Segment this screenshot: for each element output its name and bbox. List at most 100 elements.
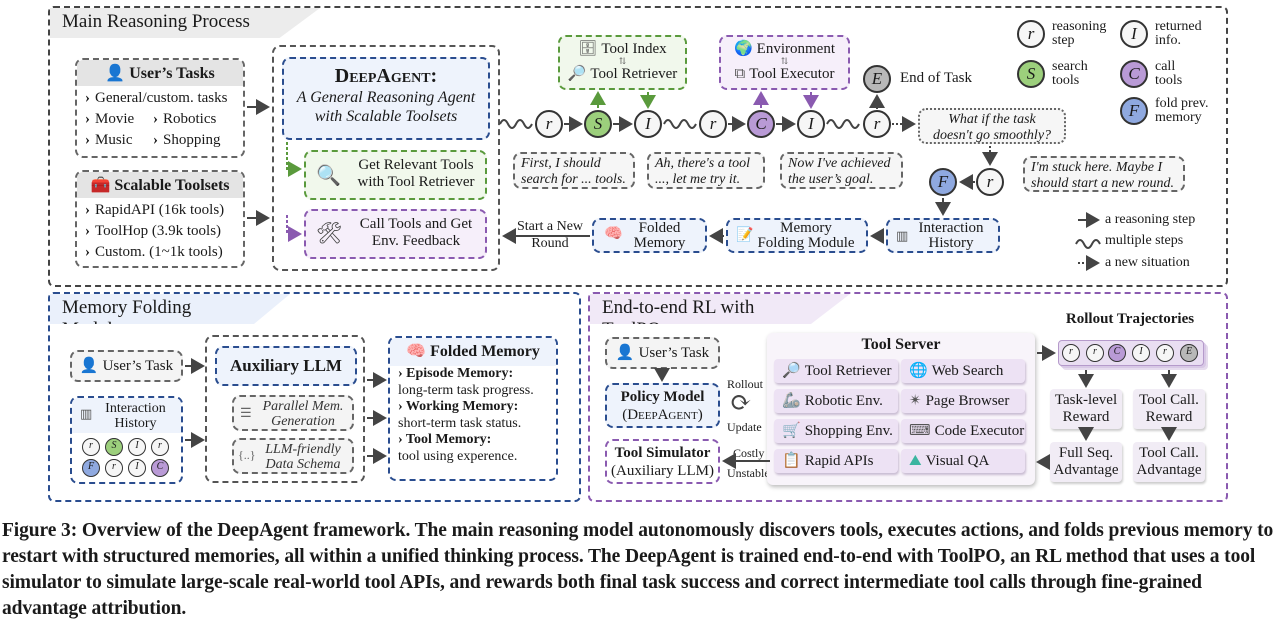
cursor-click-icon: ✴ — [909, 393, 922, 409]
user-icon: 👤 — [615, 345, 635, 361]
auxiliary-llm-container — [205, 335, 365, 483]
trajectory-node: E — [1180, 344, 1198, 362]
list-item: ›Movie›Robotics — [85, 111, 217, 127]
toolbox-icon: 🧰 — [90, 177, 111, 194]
tool-chip-tool-retriever: 🔎Tool Retriever — [774, 359, 898, 383]
history-node: I — [128, 459, 146, 477]
tool-call-advantage-box: Tool Call. Advantage — [1133, 442, 1205, 482]
folded-memory-box: 🧠Folded Memory › Episode Memory: long-te… — [388, 336, 558, 481]
tool-chip-rapid-apis: 📋Rapid APIs — [774, 449, 898, 473]
globe-icon: 🌐 — [909, 363, 928, 379]
get-relevant-tools-box: 🔍 Get Relevant Tools with Tool Retriever — [304, 150, 487, 200]
node-call: C — [747, 110, 775, 138]
panel-title: Memory Folding Module — [50, 294, 290, 324]
tool-server-title: Tool Server — [861, 336, 941, 353]
interaction-history-box: ▥ Interaction History — [886, 218, 1000, 253]
trajectory-stack — [1058, 340, 1204, 366]
legend-arrow-new-situation: a new situation — [1105, 255, 1190, 270]
node-reasoning: r — [699, 110, 727, 138]
panel-title: End-to-end RL with ToolPO — [590, 294, 850, 324]
trajectory-node: r — [1156, 344, 1174, 362]
policy-model-box: Policy Model (DeepAgent) — [605, 383, 720, 428]
trajectory-node: I — [1132, 344, 1150, 362]
trajectory-node: r — [1062, 344, 1080, 362]
call-tools-box: 🛠 Call Tools and Get Env. Feedback — [304, 209, 487, 259]
rollout-label: Rollout — [727, 377, 764, 391]
search-sparkle-icon: 🔎 — [782, 363, 801, 379]
legend-node-reasoning: r — [1017, 20, 1045, 48]
list-item: ›General/custom. tasks — [85, 90, 228, 106]
node-returned-info: I — [634, 110, 662, 138]
auxiliary-llm-box: Auxiliary LLM — [215, 346, 357, 386]
history-node: r — [151, 438, 169, 456]
node-fold: F — [929, 168, 957, 196]
user-icon: 👤 — [105, 65, 126, 82]
rollout-trajectories-title: Rollout Trajectories — [1065, 311, 1195, 327]
database-icon: 🗄 — [578, 41, 598, 57]
users-task-box: 👤User’s Task — [605, 337, 720, 369]
tool-simulator-box: Tool Simulator (Auxiliary LLM) — [605, 439, 720, 484]
history-node: r — [105, 459, 123, 477]
task-level-reward-box: Task-level Reward — [1050, 389, 1122, 429]
node-end: E — [863, 65, 891, 93]
legend-node-returned-info: I — [1120, 20, 1148, 48]
figure-caption: Figure 3: Overview of the DeepAgent fram… — [2, 520, 1274, 619]
folded-memory-box: 🧠 Folded Memory — [592, 218, 707, 253]
list-item: ›ToolHop (3.9k tools) — [85, 223, 222, 239]
list-item: ›Custom. (1~1k tools) — [85, 244, 223, 260]
tool-chip-visual-qa: ⛰Visual QA — [901, 449, 1025, 473]
history-node: r — [82, 438, 100, 456]
trajectory-node: C — [1108, 344, 1126, 362]
thought-bubble: Ah, there's a tool..., let me try it. — [647, 152, 765, 189]
tool-chip-robotic-env: 🦾Robotic Env. — [774, 389, 898, 413]
memory-item: › Tool Memory: — [398, 432, 492, 447]
deepagent-container — [272, 45, 500, 271]
memory-folding-panel: Memory Folding Module — [48, 292, 581, 502]
parallel-lines-icon: ☰ — [240, 405, 252, 420]
costly-label: Costly — [733, 446, 765, 460]
list-item: ›Music›Shopping — [85, 132, 221, 148]
users-tasks-box: 👤User’s Tasks ›General/custom. tasks ›Mo… — [75, 58, 245, 158]
robot-arm-icon: 🦾 — [782, 393, 801, 409]
code-icon: ⌨ — [909, 423, 931, 439]
legend-arrow-multiple: multiple steps — [1105, 233, 1184, 248]
history-node: F — [82, 459, 100, 477]
main-reasoning-panel: Main Reasoning Process — [48, 6, 1228, 287]
braces-icon: {..} — [238, 448, 256, 462]
memory-item: › Episode Memory: — [398, 366, 514, 381]
environment-box: 🌍Environment ⇅ ⧉Tool Executor — [719, 35, 850, 90]
legend-label: fold prev.memory — [1155, 96, 1209, 125]
scalable-toolsets-box: 🧰Scalable Toolsets ›RapidAPI (16k tools)… — [75, 170, 245, 268]
panel-title: Main Reasoning Process — [50, 8, 320, 38]
search-sparkle-icon: 🔎 — [567, 66, 587, 82]
tool-index-box: 🗄Tool Index ⇅ 🔎Tool Retriever — [558, 35, 687, 90]
parallel-mem-generation-box: ☰ Parallel Mem.Generation — [232, 395, 354, 431]
tool-chip-code-executor: ⌨Code Executor — [901, 419, 1025, 443]
rl-toolpo-panel: End-to-end RL with ToolPO — [588, 292, 1228, 502]
update-label: Update — [727, 420, 762, 434]
globe-icon: 🌍 — [733, 41, 753, 57]
refresh-cycle-icon: ⟳ — [730, 388, 752, 417]
legend-node-call: C — [1120, 60, 1148, 88]
history-node: C — [151, 459, 169, 477]
history-icon: ▥ — [896, 228, 909, 243]
tool-call-reward-box: Tool Call. Reward — [1133, 389, 1205, 429]
trajectory-node: r — [1086, 344, 1104, 362]
legend-node-fold: F — [1120, 97, 1148, 125]
wrench-screwdriver-icon: 🛠 — [316, 221, 343, 245]
end-of-task-label: End of Task — [900, 70, 972, 86]
brain-icon: 🧠 — [604, 226, 623, 242]
list-item: ›RapidAPI (16k tools) — [85, 202, 225, 218]
history-icon: ▥ — [80, 406, 93, 421]
tool-chip-web-search: 🌐Web Search — [901, 359, 1025, 383]
user-icon: 👤 — [79, 358, 99, 374]
history-node: I — [128, 438, 146, 456]
interaction-history-box: ▥ Interaction History r S I r F r I C — [70, 396, 183, 484]
edit-document-icon: 📝 — [736, 228, 754, 243]
